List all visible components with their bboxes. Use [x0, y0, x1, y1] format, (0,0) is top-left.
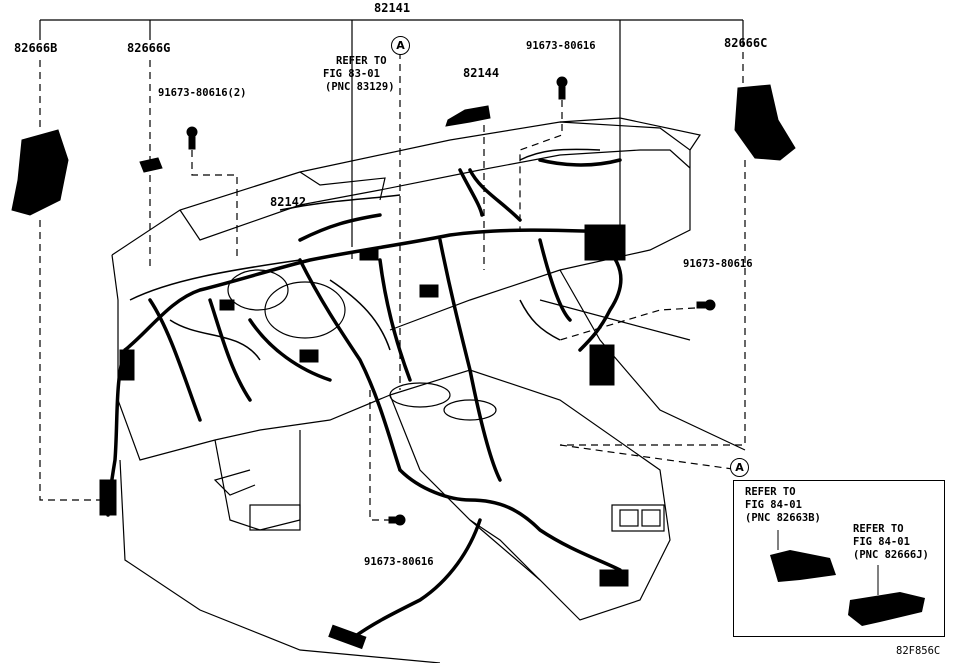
inset-marker-a: A — [730, 458, 749, 477]
inset-ref-b-line3: (PNC 82666J) — [853, 549, 929, 561]
bolts — [186, 76, 716, 526]
bolt-top-icon — [556, 76, 568, 88]
floor-outline — [119, 459, 441, 663]
bolt-left-icon — [186, 126, 198, 138]
inset-ref-a-line3: (PNC 82663B) — [745, 512, 821, 524]
connectors — [11, 84, 796, 650]
label-bolt-top: 91673-80616 — [526, 40, 596, 52]
label-bolt-left: 91673-80616(2) — [158, 87, 247, 99]
refer-top-line1: REFER TO — [336, 55, 387, 67]
inset-parts — [770, 550, 925, 626]
label-82142: 82142 — [270, 195, 307, 209]
inset-ref-a-line1: REFER TO — [745, 486, 796, 498]
label-82666B: 82666B — [14, 41, 58, 55]
block-82666C — [734, 84, 796, 161]
connector-82666G — [139, 157, 163, 173]
refer-top-line2: FIG 83-01 — [323, 68, 380, 80]
clip-82144 — [445, 105, 491, 127]
connector-82666J — [848, 592, 925, 626]
inset-ref-b-line1: REFER TO — [853, 523, 904, 535]
connector-82663B — [770, 550, 836, 582]
inset-ref-b-line2: FIG 84-01 — [853, 536, 910, 548]
callout-marker-a: A — [391, 36, 410, 55]
wire-harness — [106, 158, 623, 642]
leader-lines — [39, 40, 746, 521]
inset-ref-a-line2: FIG 84-01 — [745, 499, 802, 511]
label-82666C: 82666C — [724, 36, 768, 50]
label-bolt-bottom: 91673-80616 — [364, 556, 434, 568]
block-82666B — [11, 129, 69, 216]
label-82141: 82141 — [374, 1, 411, 15]
leader-82141-bracket — [39, 19, 744, 240]
center-console — [389, 369, 671, 621]
inset-detail-box — [733, 480, 945, 637]
label-bolt-right: 91673-80616 — [683, 258, 753, 270]
figure-code: 82F856C — [896, 645, 941, 657]
label-82144: 82144 — [463, 66, 500, 80]
gauge-cluster — [227, 269, 289, 311]
refer-top-line3: (PNC 83129) — [325, 81, 395, 93]
dashboard-outline — [111, 121, 691, 331]
label-82666G: 82666G — [127, 41, 171, 55]
